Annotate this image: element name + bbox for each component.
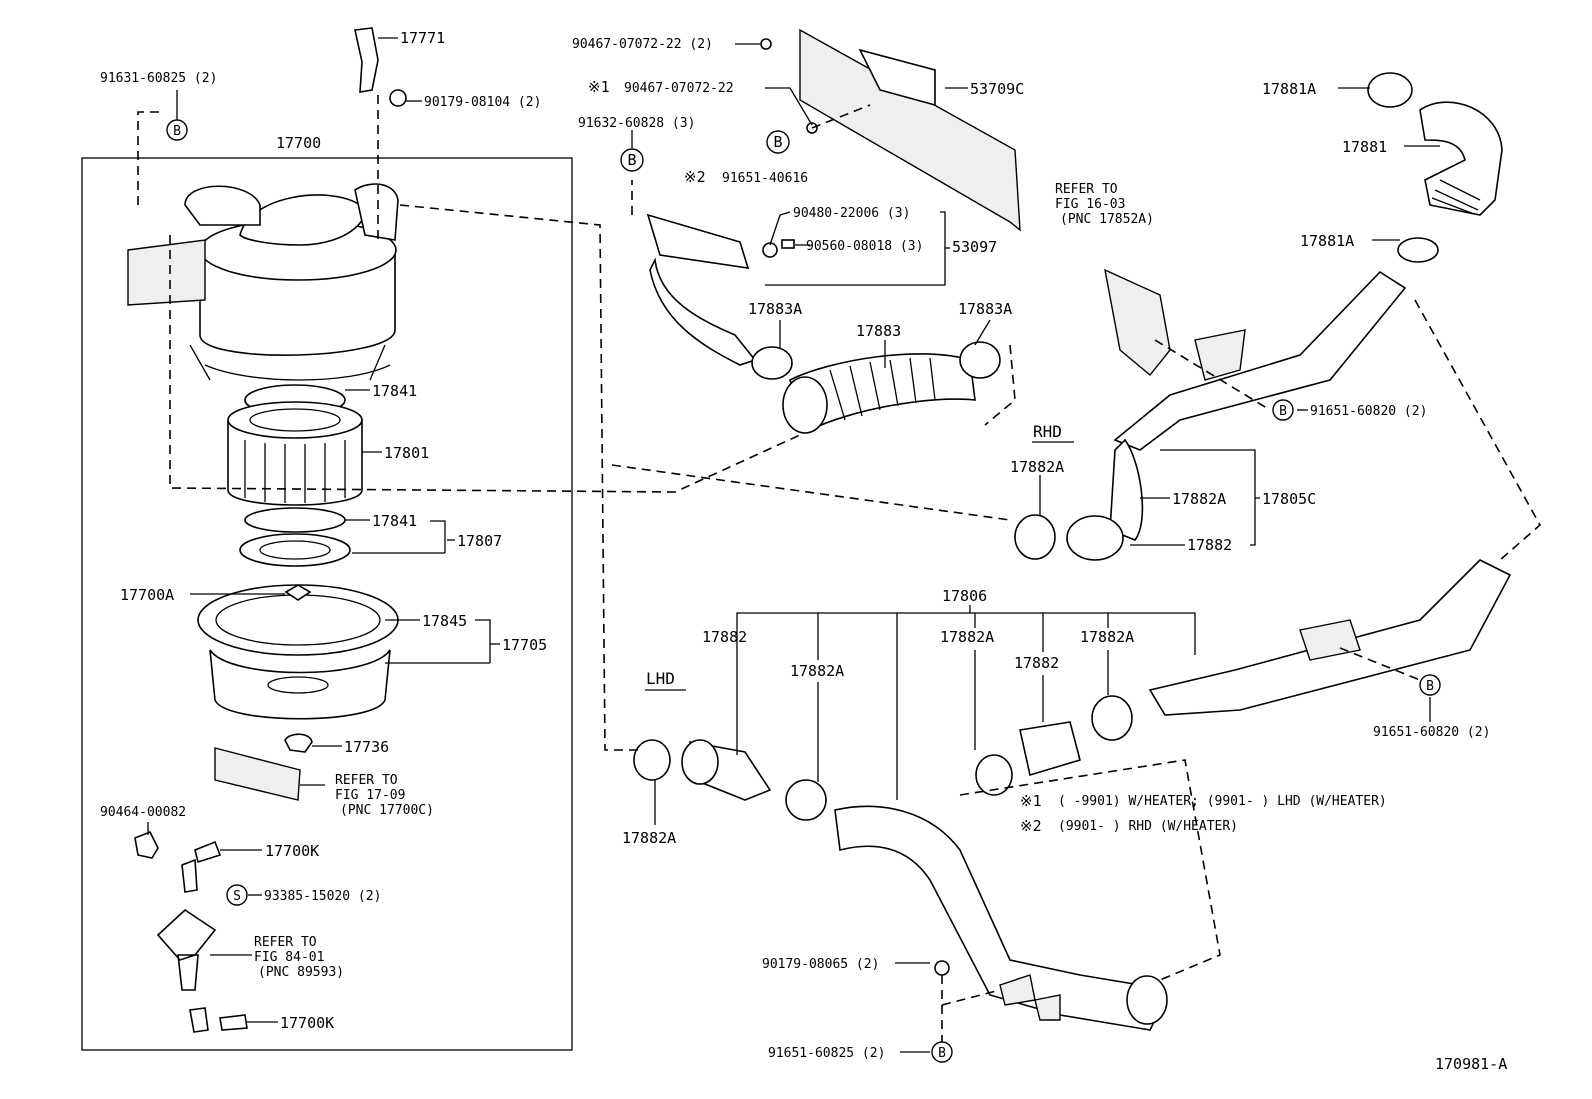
- label-93385-15020: 93385-15020 (2): [264, 889, 381, 904]
- label-91651-60825-b: 91651-60825 (2): [768, 1046, 885, 1061]
- label-17736: 17736: [344, 738, 389, 756]
- label-17841-top: 17841: [372, 382, 417, 400]
- note-2-text: (9901- ) RHD (W/HEATER): [1058, 819, 1238, 834]
- label-90467-07072-22-2: 90467-07072-22 (2): [572, 37, 713, 52]
- clip-90467-07072-22: [760, 38, 772, 50]
- ref-fig16-line3: (PNC 17852A): [1060, 212, 1154, 227]
- hose-17700K-upper: [181, 840, 222, 893]
- marker-b-4: B: [1279, 404, 1287, 419]
- label-90179-08065: 90179-08065 (2): [762, 957, 879, 972]
- label-90560-08018: 90560-08018 (3): [806, 239, 923, 254]
- marker-b-3: B: [627, 151, 636, 169]
- ref-fig17-line2: FIG 17-09: [335, 788, 405, 803]
- note-2-marker-b: ※2: [1020, 817, 1042, 835]
- label-17882A-lhd-2: 17882A: [940, 628, 994, 646]
- ref-fig17-line3: (PNC 17700C): [340, 803, 434, 818]
- label-17700A: 17700A: [120, 586, 174, 604]
- label-17882-lhd-1: 17882: [702, 628, 747, 646]
- label-17700: 17700: [276, 134, 321, 152]
- air-cleaner-housing: [127, 183, 399, 381]
- label-17881A-2: 17881A: [1300, 232, 1354, 250]
- pipe-17806: [633, 559, 1512, 1031]
- label-17881: 17881: [1342, 138, 1387, 156]
- dashed-leaders: [137, 95, 1542, 1045]
- label-90467-07072-22: 90467-07072-22: [624, 81, 734, 96]
- label-17883: 17883: [856, 322, 901, 340]
- region-rhd: RHD: [1033, 422, 1062, 441]
- marker-b-5: B: [1426, 679, 1434, 694]
- label-17882A-lhd-4: 17882A: [622, 829, 676, 847]
- note-2-marker-a: ※2: [684, 168, 706, 186]
- label-17807: 17807: [457, 532, 502, 550]
- gasket-17807: [239, 507, 351, 567]
- bracket-17771: [354, 27, 379, 93]
- label-17700K-2: 17700K: [280, 1014, 334, 1032]
- label-17883A-1: 17883A: [748, 300, 802, 318]
- hose-17700K-lower: [189, 1007, 248, 1033]
- shield-53709C: [799, 28, 1021, 232]
- label-17882A-rhd-2: 17882A: [1172, 490, 1226, 508]
- label-17801: 17801: [384, 444, 429, 462]
- label-90464-00082: 90464-00082: [100, 805, 186, 820]
- marker-s: S: [233, 889, 241, 904]
- label-91632-60828: 91632-60828 (3): [578, 116, 695, 131]
- note-1-marker: ※1: [588, 78, 610, 96]
- label-91651-60820-2: 91651-60820 (2): [1373, 725, 1490, 740]
- label-91651-40616: 91651-40616: [722, 171, 808, 186]
- marker-b-6: B: [938, 1046, 946, 1061]
- marker-b-1: B: [173, 124, 181, 139]
- label-53709C: 53709C: [970, 80, 1024, 98]
- note-1-text: ( -9901) W/HEATER; (9901- ) LHD (W/HEATE…: [1058, 794, 1387, 809]
- ref-fig84-line1: REFER TO: [254, 935, 317, 950]
- label-91651-60820-1: 91651-60820 (2): [1310, 404, 1427, 419]
- label-90480-22006: 90480-22006 (3): [793, 206, 910, 221]
- note-1-marker-b: ※1: [1020, 792, 1042, 810]
- figure-id: 170981-A: [1435, 1055, 1507, 1073]
- region-lhd: LHD: [646, 669, 675, 688]
- marker-b-2: B: [773, 133, 782, 151]
- ref-fig17-line1: REFER TO: [335, 773, 398, 788]
- label-17845: 17845: [422, 612, 467, 630]
- label-17700K-1: 17700K: [265, 842, 319, 860]
- label-17883A-2: 17883A: [958, 300, 1012, 318]
- strap-17700C: [214, 747, 301, 801]
- vacuum-switch: [156, 908, 217, 991]
- circle-markers: [166, 119, 1441, 1063]
- pipe-17805C: [1014, 268, 1407, 561]
- filter-element-17801: [227, 384, 363, 506]
- label-17882-lhd-2: 17882: [1014, 654, 1059, 672]
- label-53097: 53097: [952, 238, 997, 256]
- clamp-17736: [284, 733, 313, 753]
- label-17882A-lhd-3: 17882A: [1080, 628, 1134, 646]
- ref-fig16-line2: FIG 16-03: [1055, 197, 1125, 212]
- label-90179-08104: 90179-08104 (2): [424, 95, 541, 110]
- dust-cap-17845: [197, 584, 399, 720]
- assembly-box-17700: [81, 157, 573, 1051]
- label-17882-rhd: 17882: [1187, 536, 1232, 554]
- label-17806: 17806: [942, 587, 987, 605]
- leader-lines: [147, 37, 1440, 1053]
- inlet-duct-53097: [646, 213, 795, 366]
- hose-17883: [751, 341, 1001, 434]
- label-17705: 17705: [502, 636, 547, 654]
- nut-90179-08104: [389, 89, 407, 107]
- label-17882A-rhd-1: 17882A: [1010, 458, 1064, 476]
- ref-fig16-line1: REFER TO: [1055, 182, 1118, 197]
- hose-17881: [1367, 72, 1503, 263]
- label-17881A-1: 17881A: [1262, 80, 1316, 98]
- clip-90464: [134, 830, 159, 859]
- label-17805C: 17805C: [1262, 490, 1316, 508]
- ref-fig84-line2: FIG 84-01: [254, 950, 324, 965]
- label-17841-bot: 17841: [372, 512, 417, 530]
- ref-fig84-line3: (PNC 89593): [258, 965, 344, 980]
- label-17882A-lhd-1: 17882A: [790, 662, 844, 680]
- label-91631-60825: 91631-60825 (2): [100, 71, 217, 86]
- label-17771: 17771: [400, 29, 445, 47]
